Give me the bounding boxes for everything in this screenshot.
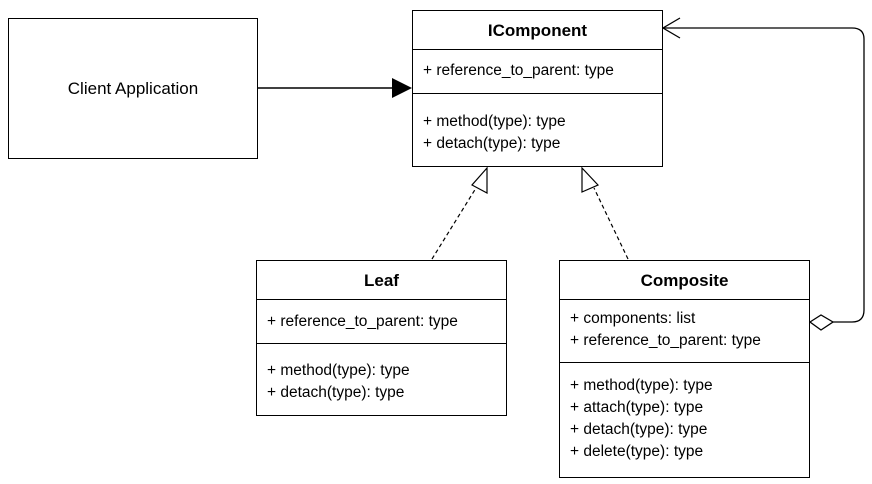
aggregation-diamond [808, 314, 835, 331]
leaf-method: + method(type): type [267, 362, 410, 379]
composite-attributes: + components: list + reference_to_parent… [560, 300, 809, 363]
leaf-title: Leaf [257, 261, 506, 300]
composite-method: + detach(type): type [570, 421, 708, 438]
icomponent-attribute: + reference_to_parent: type [423, 62, 614, 79]
composite-method: + method(type): type [570, 377, 713, 394]
leaf-attributes: + reference_to_parent: type [257, 300, 506, 344]
icomponent-methods: + method(type): type + detach(type): typ… [413, 94, 662, 155]
leaf-realization-line [431, 187, 477, 260]
association-arrowhead [392, 78, 412, 98]
composite-attribute: + components: list [570, 310, 696, 327]
composite-methods: + method(type): type + attach(type): typ… [560, 363, 809, 463]
icomponent-attributes: + reference_to_parent: type [413, 50, 662, 94]
leaf-class: Leaf + reference_to_parent: type + metho… [256, 260, 507, 416]
composite-method: + attach(type): type [570, 399, 704, 416]
composite-method: + delete(type): type [570, 443, 704, 460]
composite-realization-arrowhead [581, 166, 600, 193]
composite-title: Composite [560, 261, 809, 300]
composite-attribute: + reference_to_parent: type [570, 332, 761, 349]
client-application-label: Client Application [67, 78, 199, 98]
leaf-realization-arrowhead [471, 166, 488, 194]
composite-class: Composite + components: list + reference… [559, 260, 810, 478]
icomponent-class: IComponent + reference_to_parent: type +… [412, 10, 663, 167]
aggregation-line [663, 27, 865, 323]
leaf-attribute: + reference_to_parent: type [267, 313, 458, 330]
leaf-methods: + method(type): type + detach(type): typ… [257, 344, 506, 404]
composite-realization-line [593, 187, 629, 260]
icomponent-title: IComponent [413, 11, 662, 50]
aggregation-open-arrowhead [661, 17, 681, 39]
icomponent-method: + detach(type): type [423, 135, 561, 152]
icomponent-method: + method(type): type [423, 113, 566, 130]
leaf-method: + detach(type): type [267, 384, 405, 401]
client-application-box: Client Application [8, 18, 258, 159]
